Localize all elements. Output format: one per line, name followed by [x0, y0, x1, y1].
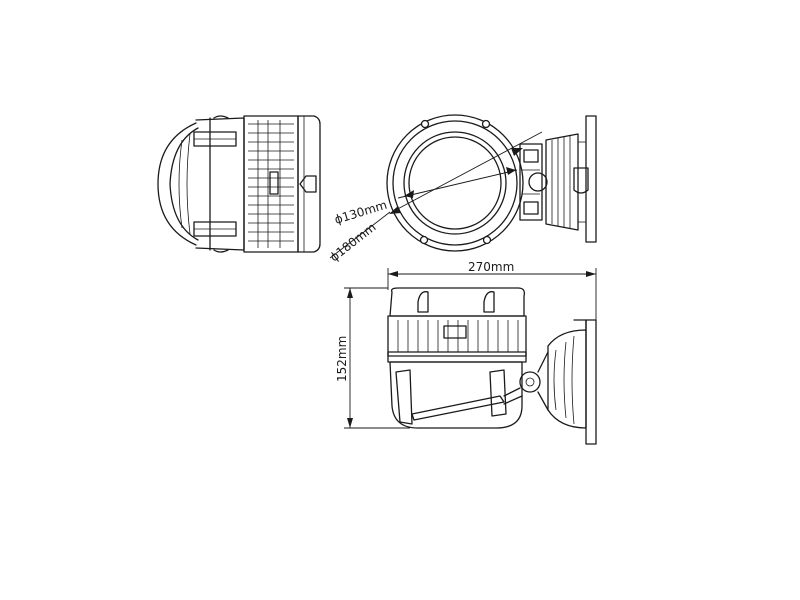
height-dimension [344, 287, 410, 429]
length-dimension [387, 268, 597, 320]
top-view [387, 287, 597, 445]
length-label: 270mm [468, 260, 514, 274]
side-view [157, 115, 321, 253]
mount-fins [551, 136, 571, 228]
height-label: 152mm [335, 336, 349, 382]
front-view [329, 114, 597, 259]
inner-diameter-label: ϕ130mm [333, 198, 389, 227]
outer-diameter-label: ϕ180mm [327, 220, 378, 264]
cooling-fins [248, 120, 294, 248]
screw-heads [419, 119, 492, 245]
top-view-fins [397, 320, 519, 352]
